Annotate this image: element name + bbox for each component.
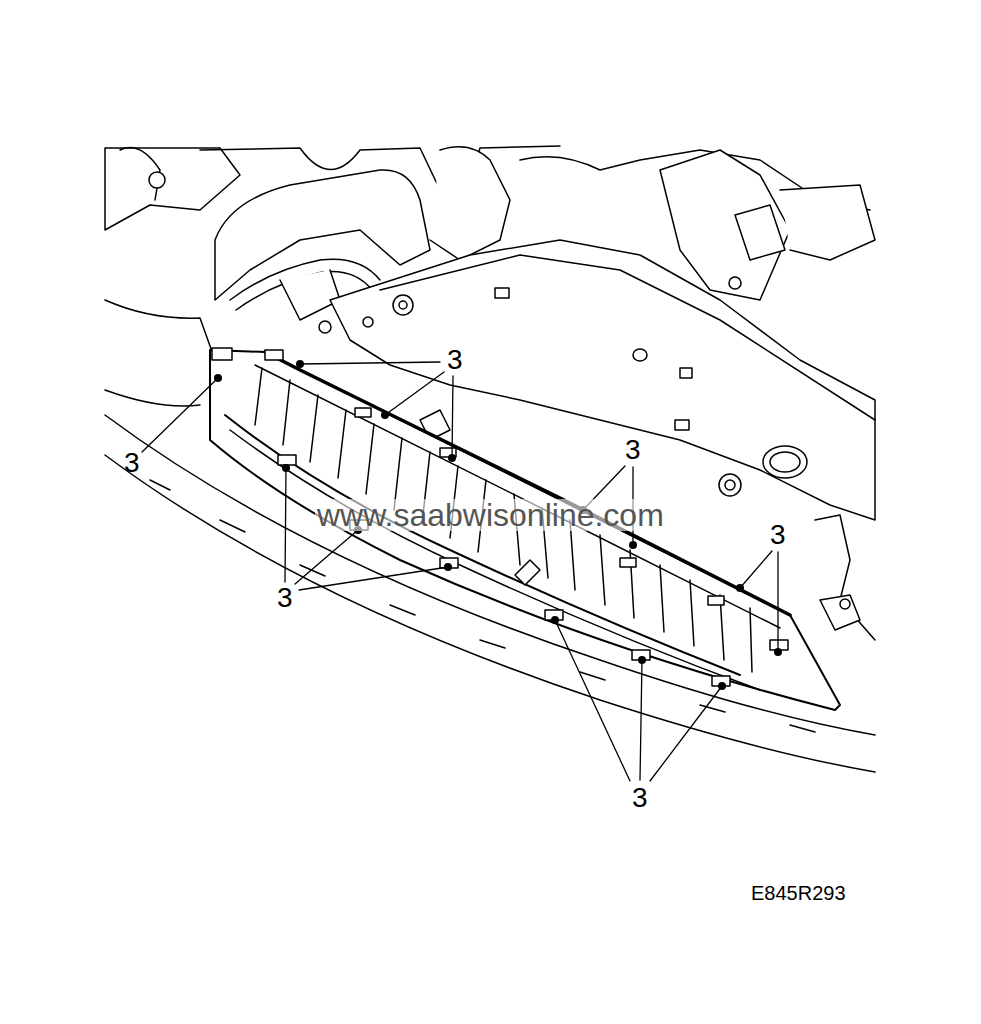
figure-code: E845R293 [751,883,846,903]
callout-number: 3 [625,436,641,464]
callout-number: 3 [447,346,463,374]
callout-number: 3 [632,784,648,812]
callout-number: 3 [124,449,140,477]
callout-number: 3 [277,584,293,612]
watermark: www.saabwisonline.com [315,499,666,531]
callout-number: 3 [770,521,786,549]
